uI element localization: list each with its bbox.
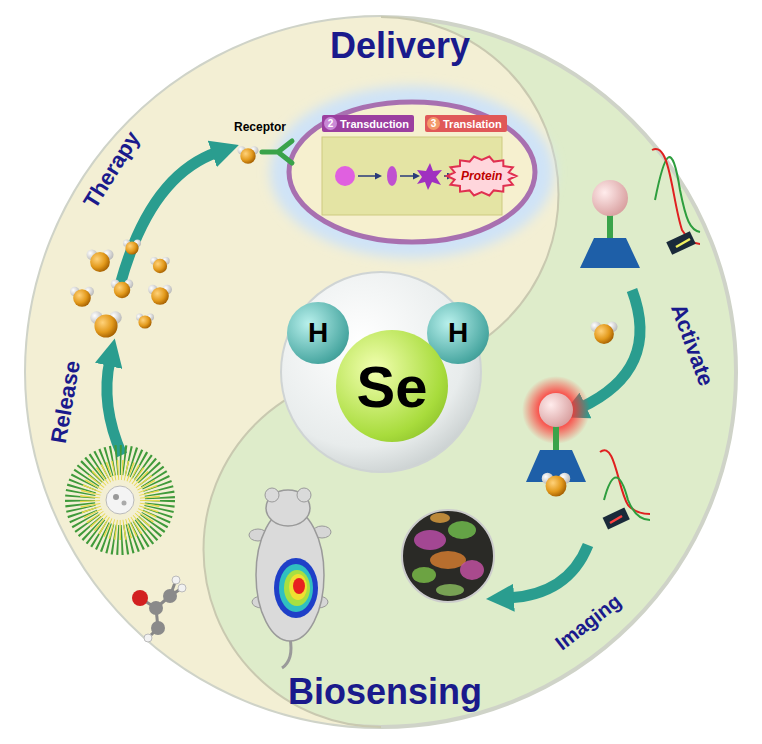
section-title: Biosensing [288, 672, 482, 712]
step-number: 2 [324, 117, 337, 130]
starburst-outline [447, 157, 516, 196]
part-label: Receptor [234, 121, 286, 134]
step-badge: 2Transduction [322, 115, 414, 132]
protein-label: Protein [461, 169, 502, 183]
atom-symbol: H [448, 317, 468, 349]
atom-symbol: H [308, 317, 328, 349]
selenium-atom: Se [336, 330, 448, 442]
step-name: Translation [443, 118, 502, 130]
atom-symbol: Se [357, 353, 428, 420]
hydrogen-atom: H [287, 302, 349, 364]
section-title: Delivery [330, 26, 470, 66]
step-number: 3 [427, 117, 440, 130]
step-name: Transduction [340, 118, 409, 130]
step-badge: 3Translation [425, 115, 507, 132]
protein-star: Protein [447, 156, 516, 196]
